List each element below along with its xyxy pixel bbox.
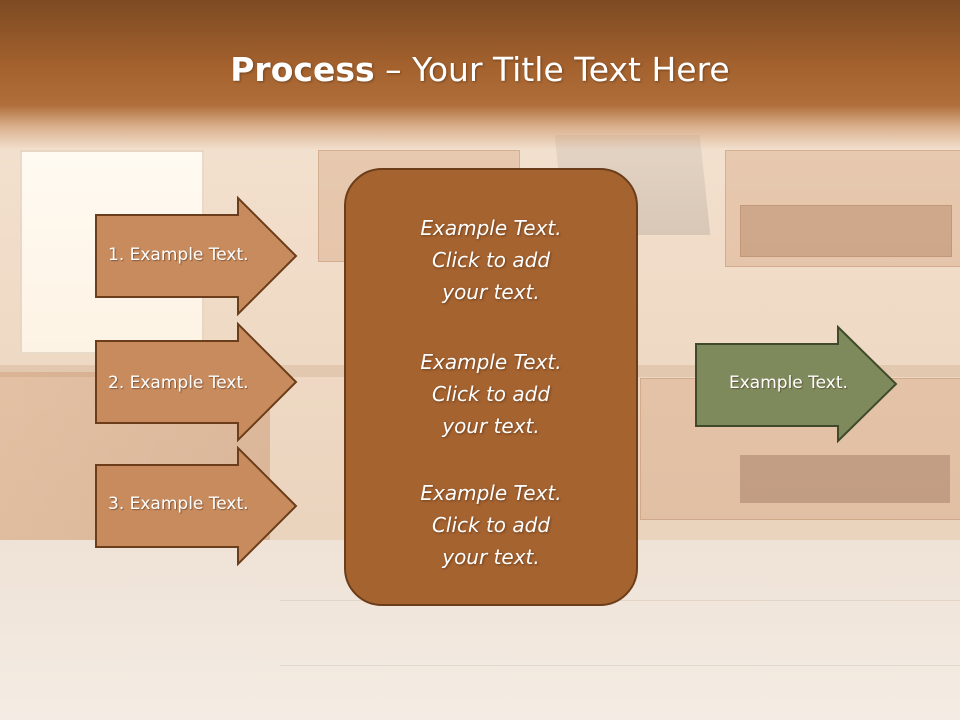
- result-label: Example Text.: [729, 373, 848, 393]
- result-arrow: [695, 324, 898, 444]
- center-rounded-box: [344, 168, 638, 606]
- center-block-1-line-3: your text.: [442, 280, 540, 304]
- center-block-3: Example Text. Click to add your text.: [344, 477, 638, 573]
- title-banner: [0, 0, 960, 150]
- center-block-1-line-2: Click to add: [431, 248, 551, 272]
- title-bold: Process: [230, 50, 375, 89]
- background-floor-line: [280, 665, 960, 666]
- step-2-arrow: [95, 321, 298, 443]
- step-1-label: 1. Example Text.: [108, 245, 249, 265]
- step-2-label: 2. Example Text.: [108, 373, 249, 393]
- center-block-1: Example Text. Click to add your text.: [344, 212, 638, 308]
- background-floor-line: [280, 600, 960, 601]
- title-rest: – Your Title Text Here: [374, 50, 730, 89]
- background-oven: [740, 455, 950, 503]
- slide-title: Process – Your Title Text Here: [0, 50, 960, 89]
- center-block-2-line-2: Click to add: [431, 382, 551, 406]
- background-cabinet: [725, 150, 960, 267]
- center-block-3-line-3: your text.: [442, 545, 540, 569]
- center-block-2-line-1: Example Text.: [420, 350, 562, 374]
- center-block-3-line-2: Click to add: [431, 513, 551, 537]
- center-block-2-line-3: your text.: [442, 414, 540, 438]
- background-cabinet-glass: [740, 205, 952, 257]
- center-block-2: Example Text. Click to add your text.: [344, 346, 638, 442]
- step-3-arrow: [95, 445, 298, 567]
- center-block-3-line-1: Example Text.: [420, 481, 562, 505]
- center-block-1-line-1: Example Text.: [420, 216, 562, 240]
- step-3-label: 3. Example Text.: [108, 494, 249, 514]
- step-1-arrow: [95, 195, 298, 317]
